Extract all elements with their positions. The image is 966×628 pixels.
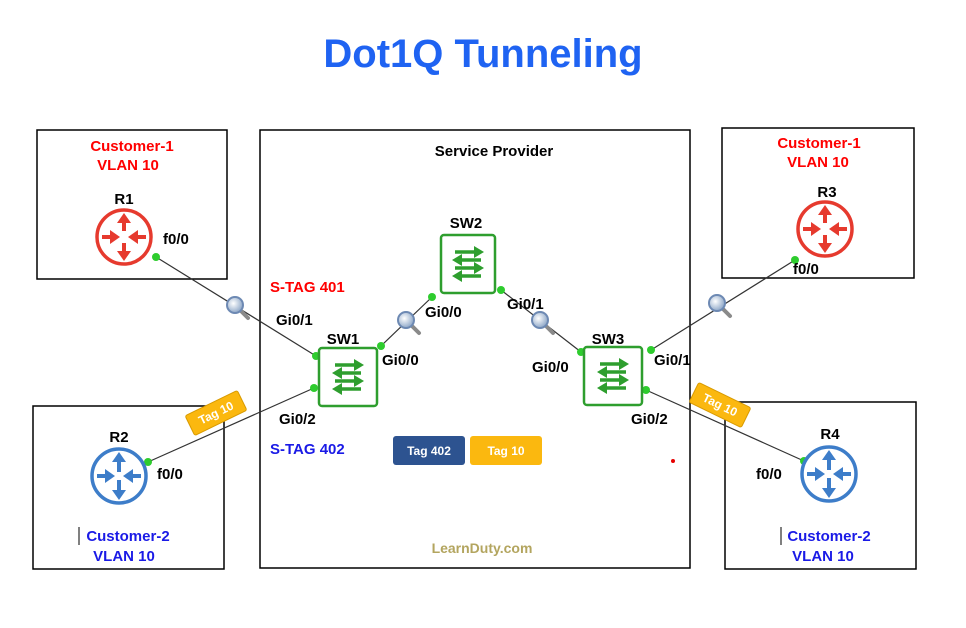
service-provider-label: Service Provider bbox=[435, 143, 554, 160]
router-r2-icon[interactable] bbox=[90, 447, 148, 505]
page-title: Dot1Q Tunneling bbox=[323, 32, 642, 76]
sw1-port-gi02-label: Gi0/2 bbox=[279, 411, 316, 428]
sw3-port-gi00-label: Gi0/0 bbox=[532, 359, 569, 376]
r3-customer-label: Customer-1 bbox=[777, 135, 860, 152]
r1-port-label: f0/0 bbox=[163, 231, 189, 248]
r4-vlan-label: VLAN 10 bbox=[792, 548, 854, 565]
r2-customer-label: Customer-2 bbox=[86, 528, 169, 545]
sw3-port-gi01-label: Gi0/1 bbox=[654, 352, 691, 369]
sw1-port-gi01-label: Gi0/1 bbox=[276, 312, 313, 329]
tag-badge-left: Tag 10 bbox=[185, 390, 247, 436]
r3-vlan-label: VLAN 10 bbox=[787, 154, 849, 171]
switch-sw3-icon[interactable] bbox=[582, 345, 644, 407]
r2-vlan-label: VLAN 10 bbox=[93, 548, 155, 565]
router-r4-icon[interactable] bbox=[800, 445, 858, 503]
customer2-left-box bbox=[32, 405, 225, 570]
r4-port-label: f0/0 bbox=[756, 466, 782, 483]
stag-customer1-label: S-TAG 401 bbox=[270, 279, 345, 296]
r4-name-label: R4 bbox=[820, 426, 840, 443]
link-sw3-r4 bbox=[645, 389, 805, 462]
inner-tag-label: Tag 10 bbox=[487, 444, 524, 458]
sw2-port-gi01-label: Gi0/1 bbox=[507, 296, 544, 313]
r4-customer-label: Customer-2 bbox=[787, 528, 870, 545]
r3-name-label: R3 bbox=[817, 184, 836, 201]
stag-customer2-label: S-TAG 402 bbox=[270, 441, 345, 458]
magnifier-icon[interactable] bbox=[396, 310, 421, 335]
magnifier-icon[interactable] bbox=[225, 295, 250, 320]
sw1-port-gi00-label: Gi0/0 bbox=[382, 352, 419, 369]
r2-port-label: f0/0 bbox=[157, 466, 183, 483]
r1-name-label: R1 bbox=[114, 191, 133, 208]
sw2-port-gi00-label: Gi0/0 bbox=[425, 304, 462, 321]
sw2-name-label: SW2 bbox=[450, 215, 483, 232]
inner-tag-box bbox=[470, 436, 542, 465]
sw1-name-label: SW1 bbox=[327, 331, 360, 348]
customer2-right-box bbox=[724, 401, 917, 570]
magnifier-icon[interactable] bbox=[530, 310, 555, 335]
switch-sw2-icon[interactable] bbox=[439, 233, 497, 295]
customer1-left-box bbox=[36, 129, 228, 280]
red-dot-marker bbox=[671, 459, 675, 463]
r1-customer-label: Customer-1 bbox=[90, 138, 173, 155]
service-provider-box bbox=[259, 129, 691, 569]
r3-port-label: f0/0 bbox=[793, 261, 819, 278]
sw3-port-gi02-label: Gi0/2 bbox=[631, 411, 668, 428]
magnifier-icon[interactable] bbox=[707, 293, 732, 318]
switch-sw1-icon[interactable] bbox=[317, 346, 379, 408]
outer-tag-box bbox=[393, 436, 465, 465]
r1-vlan-label: VLAN 10 bbox=[97, 157, 159, 174]
sw3-name-label: SW3 bbox=[592, 331, 625, 348]
router-r1-icon[interactable] bbox=[95, 208, 153, 266]
link-dots bbox=[144, 253, 808, 466]
customer1-right-box bbox=[721, 127, 915, 279]
router-r3-icon[interactable] bbox=[796, 200, 854, 258]
tag-badge-right: Tag 10 bbox=[689, 382, 751, 428]
outer-tag-label: Tag 402 bbox=[407, 444, 451, 458]
watermark: LearnDuty.com bbox=[432, 540, 533, 556]
r2-name-label: R2 bbox=[109, 429, 128, 446]
link-r2-sw1 bbox=[147, 387, 315, 463]
